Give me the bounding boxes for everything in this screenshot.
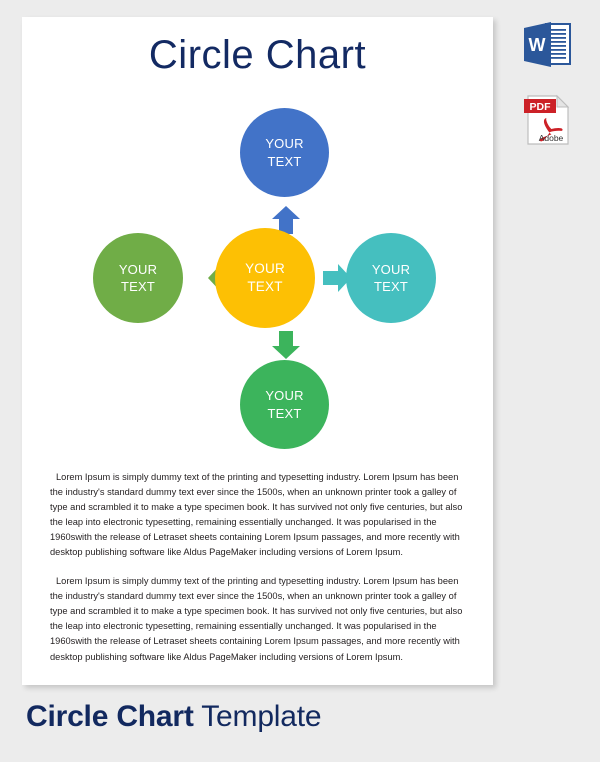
svg-text:Adobe: Adobe <box>539 133 564 143</box>
circle-chart-diagram: YOUR TEXT YOUR TEXT YOUR TEXT YOUR TEXT … <box>22 17 493 467</box>
circle-node-right-line1: YOUR <box>371 261 411 277</box>
circle-node-center-line2: TEXT <box>247 279 283 294</box>
page-title: Circle Chart <box>148 33 367 77</box>
document-page: Circle Chart YOUR TEXT <box>22 17 493 685</box>
bottom-caption: Circle Chart Template <box>26 700 322 734</box>
circle-node-right-line2: TEXT <box>373 279 409 294</box>
circle-node-right[interactable]: YOUR TEXT <box>346 233 436 323</box>
paragraph-1: Lorem Ipsum is simply dummy text of the … <box>50 472 463 558</box>
circle-node-bottom-line2: TEXT <box>267 405 302 421</box>
arrow-right-icon <box>322 263 352 298</box>
caption-strong: Circle Chart <box>26 700 194 733</box>
body-copy: Lorem Ipsum is simply dummy text of the … <box>50 470 465 679</box>
svg-text:W: W <box>529 35 546 55</box>
circle-node-bottom-line1: YOUR <box>265 388 304 404</box>
circle-node-center[interactable]: YOUR TEXT <box>215 228 315 328</box>
circle-node-bottom[interactable]: YOUR TEXT <box>240 360 329 449</box>
word-document-icon[interactable]: W <box>521 18 573 74</box>
circle-node-top[interactable]: YOUR TEXT <box>240 108 329 197</box>
circle-node-left[interactable]: YOUR TEXT <box>93 233 183 323</box>
arrow-down-icon <box>271 330 301 365</box>
circle-node-left-line1: YOUR <box>118 261 158 277</box>
circle-node-top-line1: YOUR <box>265 136 304 152</box>
circle-node-left-line2: TEXT <box>120 279 156 294</box>
circle-node-top-line2: TEXT <box>267 153 302 169</box>
caption-light: Template <box>193 700 322 733</box>
arrow-up-icon <box>271 205 301 240</box>
svg-text:PDF: PDF <box>530 101 552 113</box>
circle-node-center-line1: YOUR <box>245 261 285 277</box>
paragraph-2: Lorem Ipsum is simply dummy text of the … <box>50 576 463 662</box>
pdf-document-icon[interactable]: PDF Adobe <box>521 92 573 148</box>
